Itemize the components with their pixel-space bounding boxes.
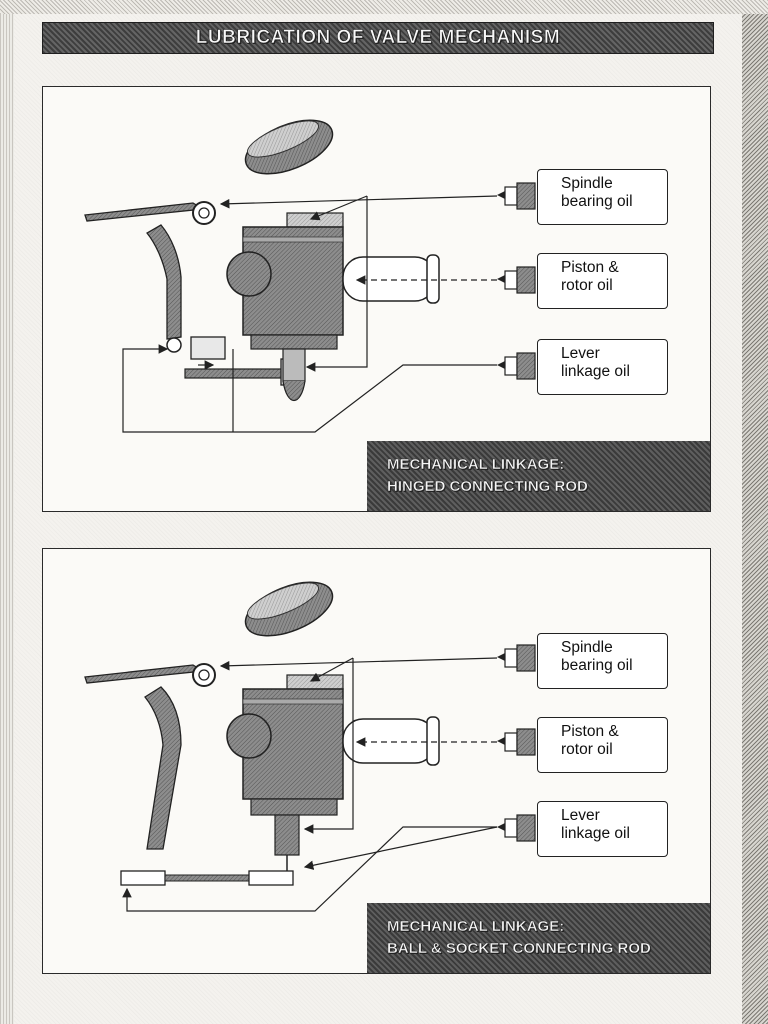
- valve-tube: [342, 716, 440, 766]
- page-title-bar: LUBRICATION OF VALVE MECHANISM: [42, 22, 714, 54]
- caption-line2: HINGED CONNECTING ROD: [387, 478, 588, 495]
- panel-ball-socket-connecting-rod: Spindle bearing oil Piston & rotor oil L…: [42, 548, 711, 974]
- oil-label-line2: linkage oil: [561, 825, 630, 842]
- valve-diagram-hinged: [84, 119, 536, 433]
- finger-lever: [84, 201, 216, 340]
- valve-diagram-ball-socket: [84, 581, 536, 912]
- oil-label-line2: bearing oil: [561, 193, 633, 210]
- valve-cap: [244, 119, 334, 175]
- oil-label-line1: Piston &: [561, 259, 619, 276]
- panel-hinged-connecting-rod: Spindle bearing oil Piston & rotor oil L…: [42, 86, 711, 512]
- panel-caption: MECHANICAL LINKAGE: HINGED CONNECTING RO…: [367, 441, 710, 511]
- panel-caption: MECHANICAL LINKAGE: BALL & SOCKET CONNEC…: [367, 903, 710, 973]
- oil-bottle-3: [497, 352, 536, 380]
- page-title: LUBRICATION OF VALVE MECHANISM: [195, 27, 561, 49]
- oil-bottle-1: [497, 644, 536, 672]
- ball-socket-connecting-rod: [120, 855, 294, 886]
- oil-label-piston-rotor: Piston & rotor oil: [537, 253, 668, 309]
- oil-label-line2: linkage oil: [561, 363, 630, 380]
- oil-label-line1: Piston &: [561, 723, 619, 740]
- oil-label-line1: Lever: [561, 345, 600, 362]
- oil-label-spindle-bearing: Spindle bearing oil: [537, 169, 668, 225]
- caption-line1: MECHANICAL LINKAGE:: [387, 456, 565, 473]
- oil-label-line2: rotor oil: [561, 277, 613, 294]
- oil-label-line1: Spindle: [561, 639, 613, 656]
- caption-line1: MECHANICAL LINKAGE:: [387, 918, 565, 935]
- oil-bottle-1: [497, 182, 536, 210]
- oil-label-lever-linkage: Lever linkage oil: [537, 339, 668, 395]
- valve-tube: [342, 254, 440, 304]
- page-edge-top: [0, 0, 768, 14]
- page-edge-left: [0, 0, 14, 1024]
- oil-label-line2: rotor oil: [561, 741, 613, 758]
- oil-label-line2: bearing oil: [561, 657, 633, 674]
- oil-flow-lines: [122, 195, 498, 433]
- page-edge-right: [742, 0, 768, 1024]
- oil-label-spindle-bearing: Spindle bearing oil: [537, 633, 668, 689]
- oil-label-lever-linkage: Lever linkage oil: [537, 801, 668, 857]
- oil-bottle-2: [497, 266, 536, 294]
- oil-bottle-3: [497, 814, 536, 842]
- caption-line2: BALL & SOCKET CONNECTING ROD: [387, 940, 651, 957]
- oil-label-line1: Lever: [561, 807, 600, 824]
- valve-cap: [244, 581, 334, 637]
- valve-casing: [226, 674, 344, 856]
- finger-lever: [84, 663, 216, 850]
- oil-flow-lines: [122, 657, 498, 912]
- oil-bottle-2: [497, 728, 536, 756]
- oil-label-line1: Spindle: [561, 175, 613, 192]
- oil-label-piston-rotor: Piston & rotor oil: [537, 717, 668, 773]
